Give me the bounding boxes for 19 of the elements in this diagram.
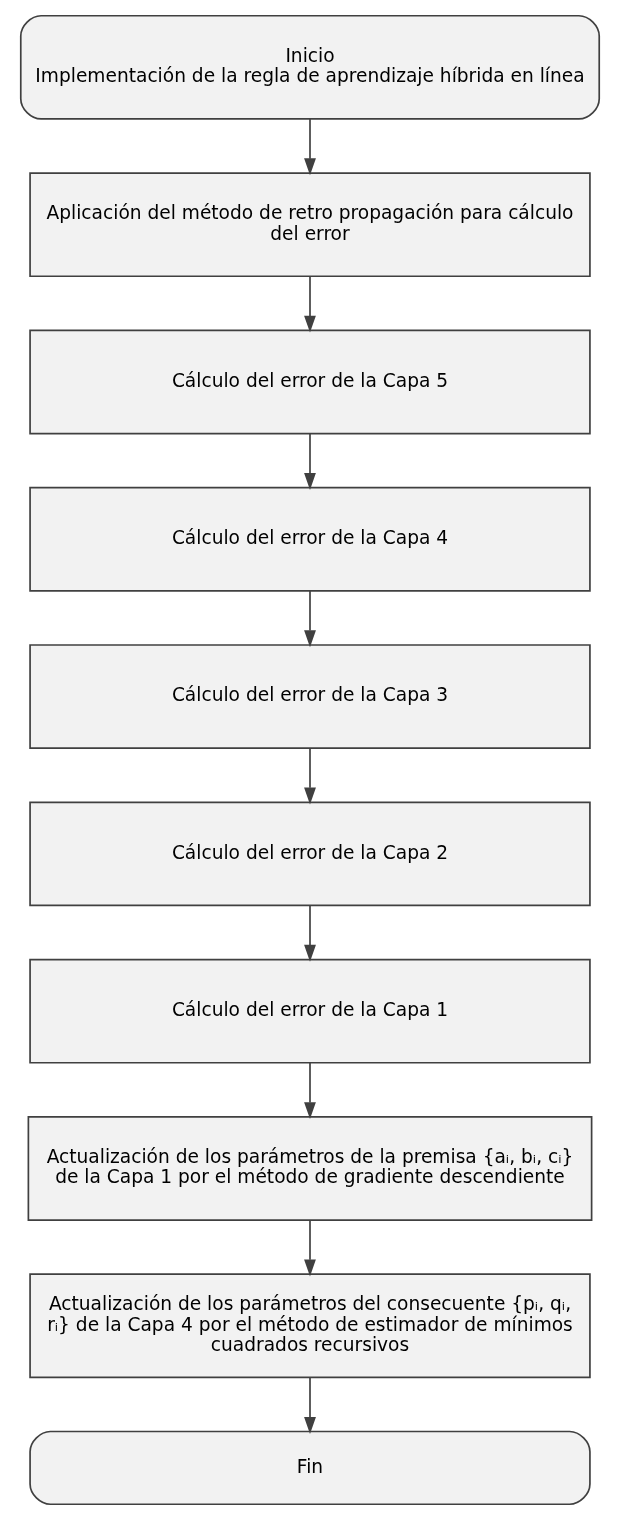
node-box: Inicio Implementación de la regla de aprendizaje híbrida en línea bbox=[19, 14, 601, 120]
arrow bbox=[304, 1062, 316, 1120]
arrow bbox=[304, 904, 316, 962]
node-box: Actualización de los parámetros de la premisa {aᵢ, bᵢ, cᵢ} de la Capa 1 por el método de gradiente descendiente bbox=[27, 1116, 593, 1221]
node-box: Actualización de los parámetros del consecuente {pᵢ, qᵢ, rᵢ} de la Capa 4 por el método de estimador de mínimos cuadrados recursivos bbox=[29, 1273, 591, 1379]
node-box: Aplicación del método de retro propagación para cálculo del error bbox=[29, 172, 591, 278]
arrow bbox=[304, 432, 316, 490]
node-box: Cálculo del error de la Capa 3 bbox=[29, 644, 591, 749]
node-box: Cálculo del error de la Capa 1 bbox=[29, 958, 591, 1064]
arrow bbox=[304, 1376, 316, 1434]
arrow bbox=[304, 275, 316, 333]
arrow bbox=[304, 1219, 316, 1277]
arrow bbox=[304, 747, 316, 805]
node-box: Cálculo del error de la Capa 5 bbox=[29, 329, 591, 435]
node-box: Fin bbox=[29, 1430, 591, 1506]
arrow bbox=[304, 118, 316, 176]
arrow bbox=[304, 590, 316, 648]
node-box: Cálculo del error de la Capa 2 bbox=[29, 801, 591, 907]
node-box: Cálculo del error de la Capa 4 bbox=[29, 486, 591, 592]
